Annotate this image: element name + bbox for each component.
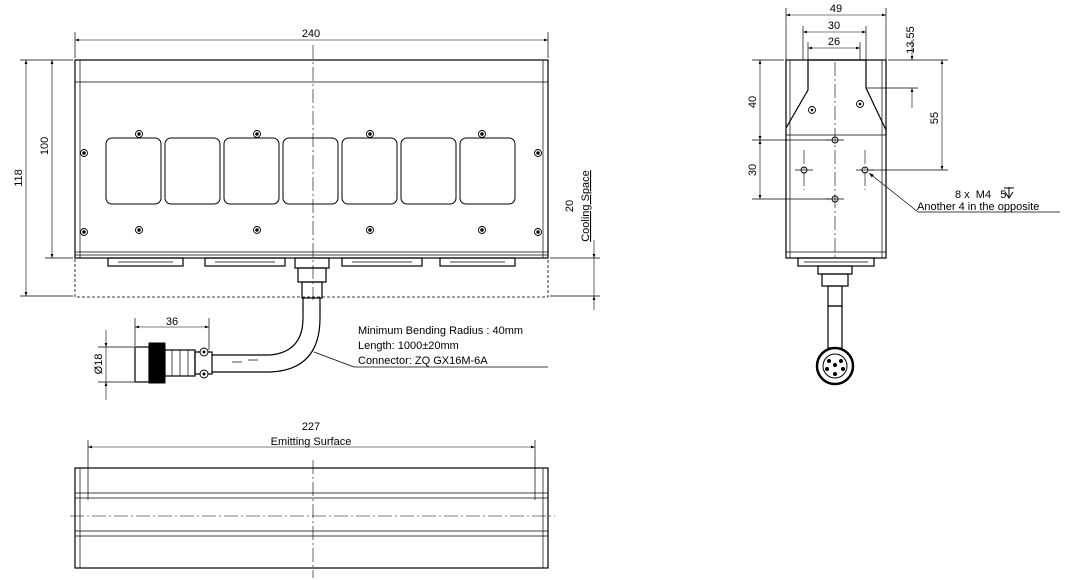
dim-13-55: 13.55 [905, 26, 917, 54]
cooling-space-outline [74, 257, 549, 298]
bottom-view: 227 Emitting Surface [70, 421, 555, 578]
dim-240: 240 [302, 28, 320, 40]
cable-and-connector: 36 Ø18 Minimum Bending Radius : 40mm Len… [93, 257, 548, 400]
dim-55: 55 [929, 112, 941, 124]
emitting-surface-label: Emitting Surface [271, 436, 352, 448]
dim-diameter-18: Ø18 [93, 354, 105, 375]
dim-118: 118 [13, 169, 25, 187]
note-connector: Connector: ZQ GX16M-6A [358, 355, 488, 367]
cooling-space-label: Cooling Space [580, 170, 592, 242]
depth-symbol-icon [1004, 187, 1014, 199]
dim-20: 20 [564, 200, 576, 212]
dim-227: 227 [302, 421, 320, 433]
screw-opposite-note: Another 4 in the opposite [917, 201, 1039, 213]
note-length: Length: 1000±20mm [358, 340, 459, 352]
side-view: 49 30 26 [747, 3, 1060, 386]
led-module-row [105, 137, 516, 205]
dim-30-top: 30 [828, 20, 840, 32]
screw-spec: 8 x M4 5 [955, 189, 1006, 201]
dim-26: 26 [828, 36, 840, 48]
dim-49: 49 [830, 3, 842, 15]
front-view: 240 [13, 28, 600, 310]
dim-30-left: 30 [747, 164, 759, 176]
dim-36: 36 [166, 316, 178, 328]
note-bending-radius: Minimum Bending Radius : 40mm [358, 325, 523, 337]
screw-holes [80, 130, 542, 236]
bottom-body [74, 467, 549, 569]
dim-100: 100 [39, 137, 51, 155]
dim-40: 40 [747, 96, 759, 108]
bottom-fans [107, 257, 516, 267]
side-body [785, 59, 887, 259]
